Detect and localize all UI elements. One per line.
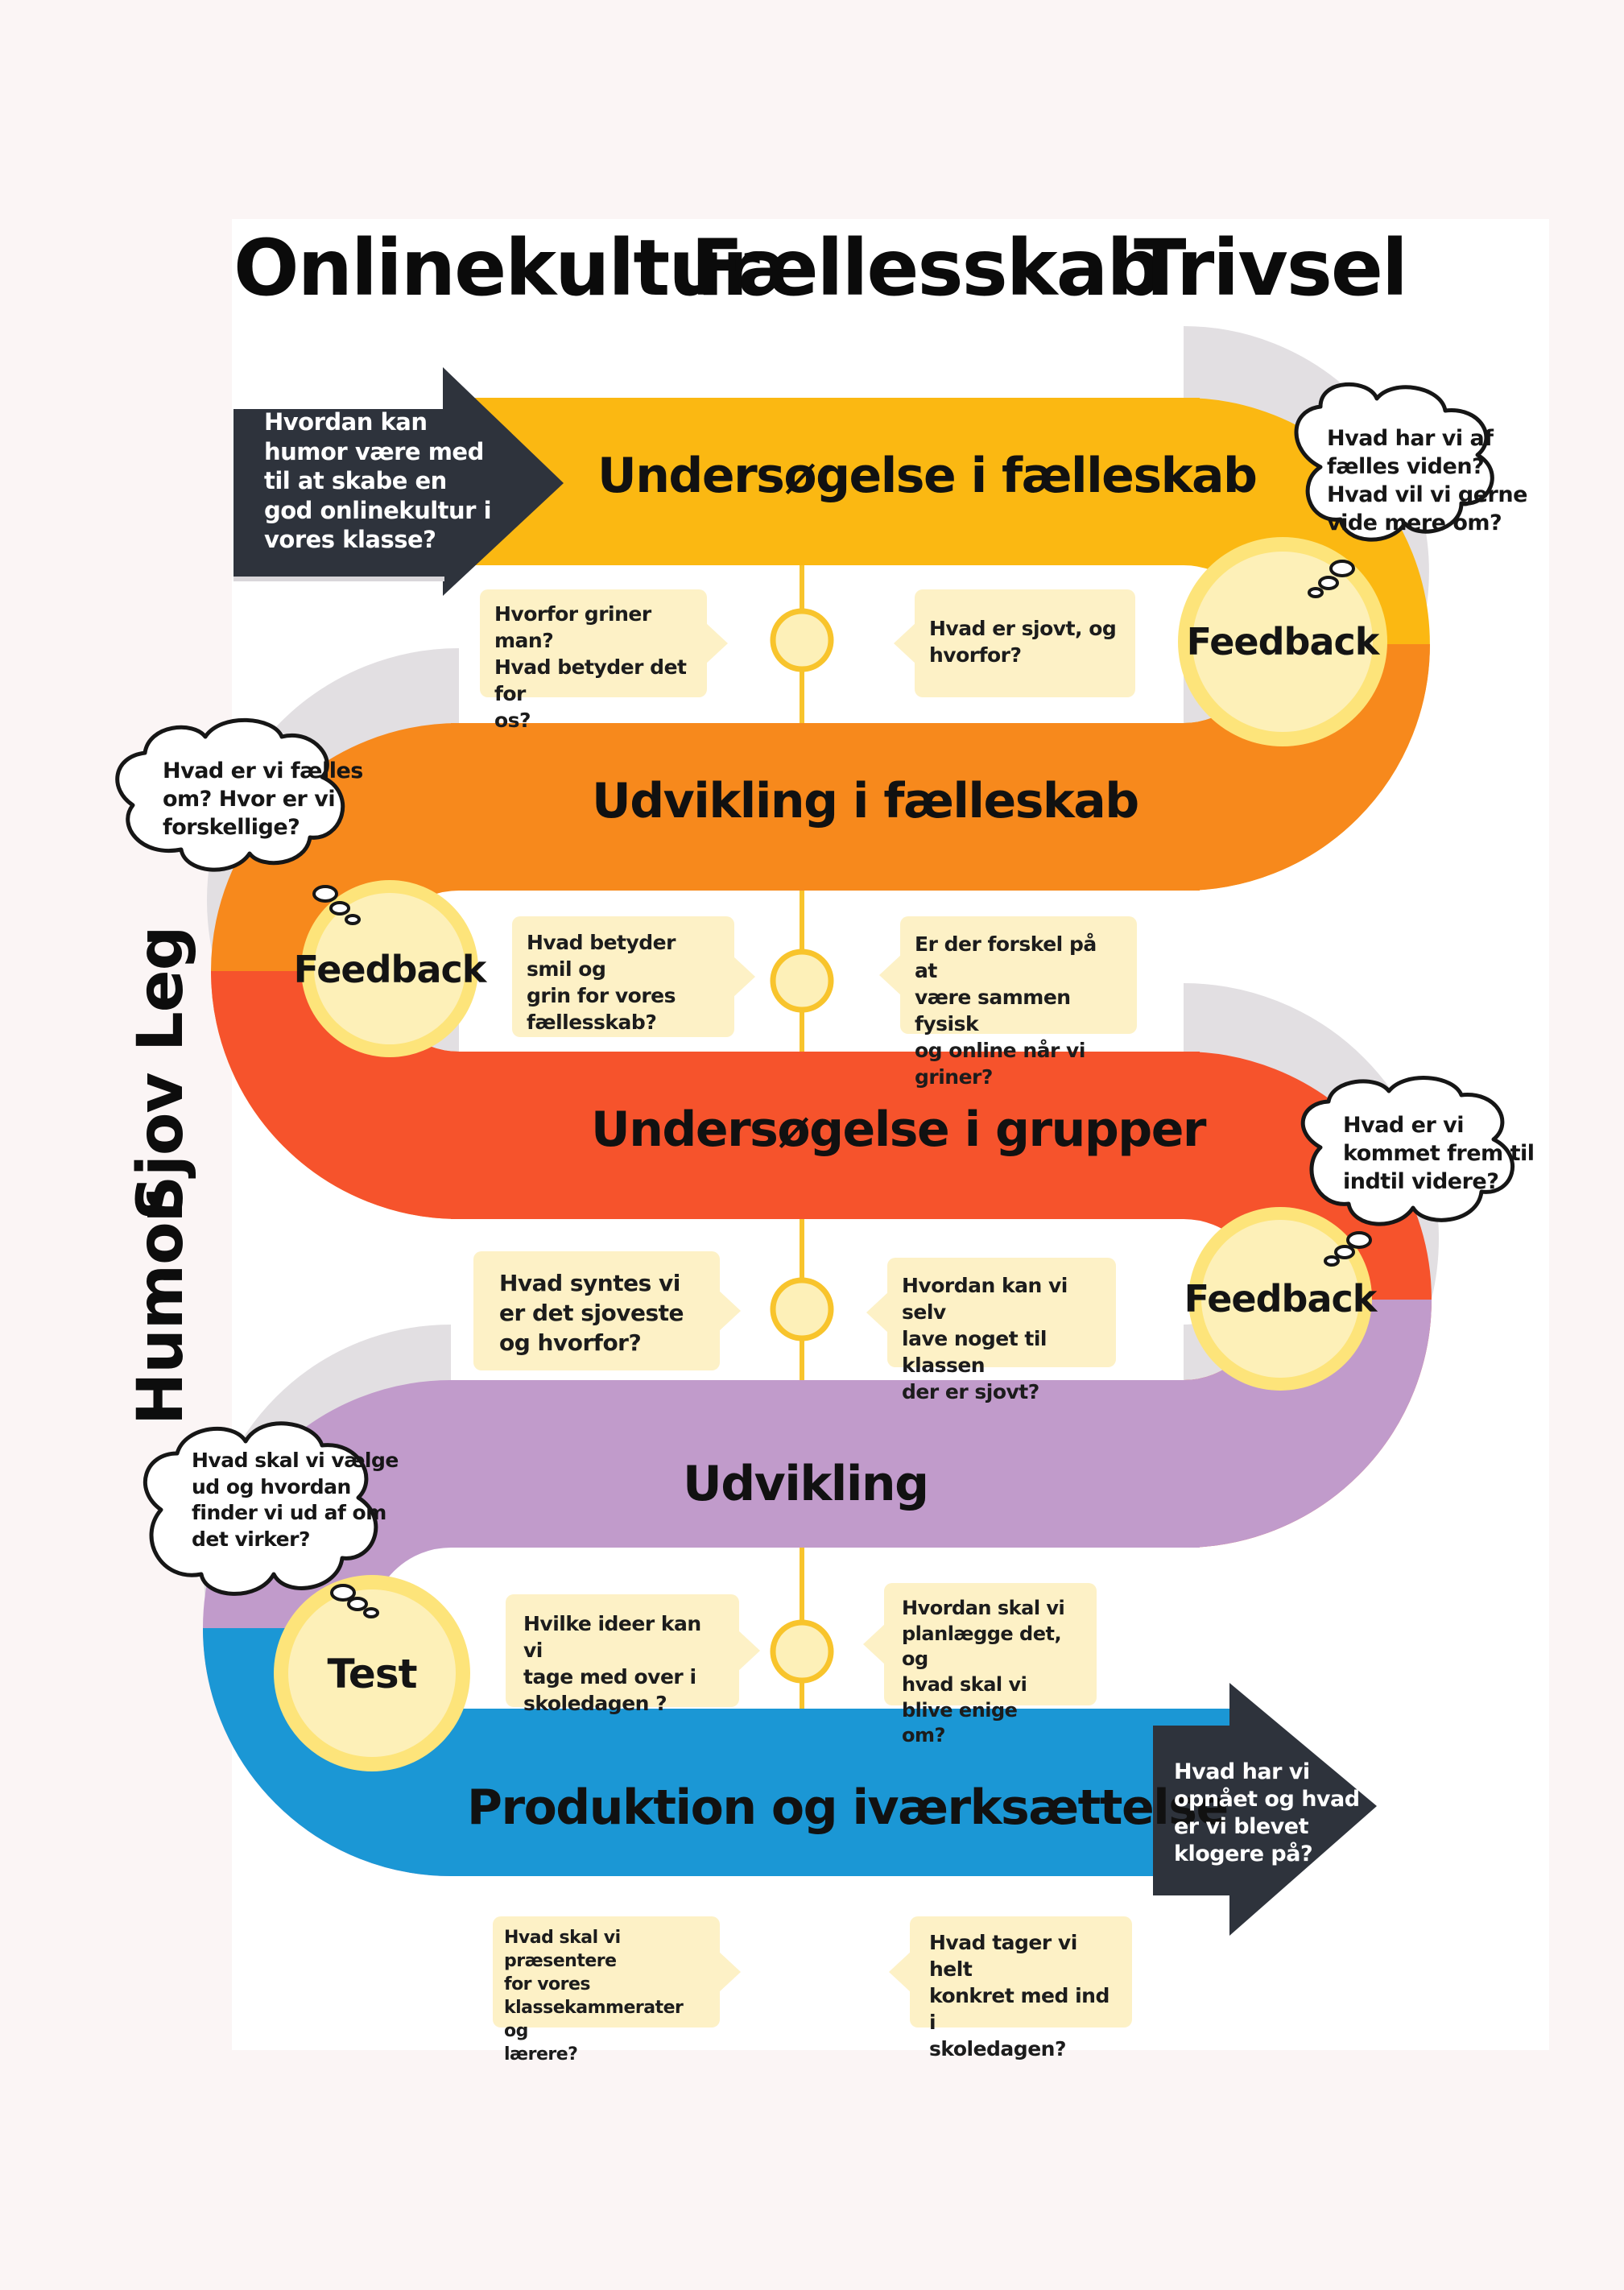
feedback-label-1: Feedback [1186,620,1380,663]
start-arrow [233,367,564,596]
band-label-3: Undersøgelse i grupper [591,1102,1207,1158]
cloud-shapes [115,382,1515,1596]
header-word-1: Onlinekultur [233,223,760,313]
band-5 [451,1709,1240,1876]
cloud-bubbles [312,560,1372,1618]
end-arrow [1153,1683,1377,1936]
band-4 [451,1380,1200,1548]
header-word-2: Fællesskab [691,223,1162,313]
band-label-4: Udvikling [683,1456,929,1512]
band-label-2: Udvikling i fælleskab [592,773,1139,829]
band-3 [451,1052,1200,1219]
feedback-label-3: Feedback [1184,1277,1378,1321]
end-arrow-text: Hvad har vi opnået og hvad er vi blevet … [1174,1759,1360,1867]
side-label-sjov: Sjov [125,1073,197,1221]
header-word-3: Trivsel [1134,223,1408,313]
side-label-leg: Leg [125,926,197,1052]
connector-nodes [770,608,834,1684]
band-label-5: Produktion og iværksættelse [467,1780,1229,1836]
feedback-label-2: Feedback [293,948,487,991]
band-label-1: Undersøgelse i fælleskab [597,448,1258,504]
band-2 [451,723,1200,891]
band-1 [475,398,1200,565]
start-arrow-text: Hvordan kan humor være med til at skabe … [264,408,492,554]
feedback-circle-shapes [274,537,1387,1771]
side-label-humor: Humor [125,1192,197,1425]
test-label: Test [327,1651,417,1697]
